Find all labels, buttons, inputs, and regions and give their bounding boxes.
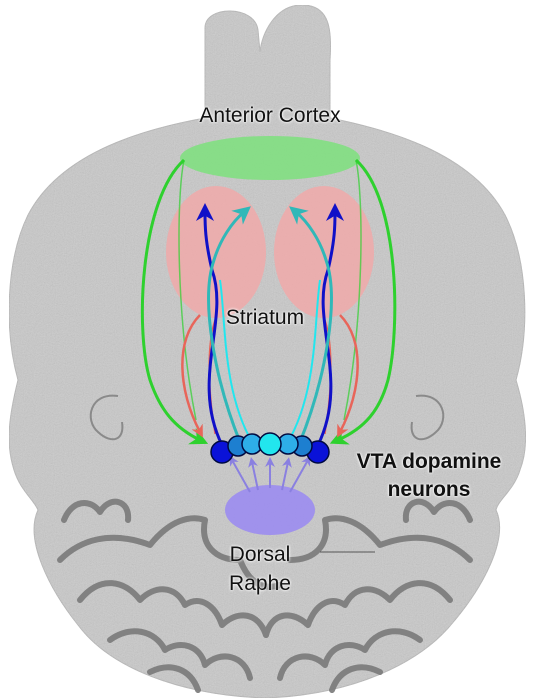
dorsal-raphe-label: Dorsal Raphe [200,540,320,598]
striatum-label: Striatum [190,306,340,330]
vta-label-line2: neurons [334,476,524,504]
raphe-label-line2: Raphe [200,569,320,598]
dorsal-raphe-region [225,485,315,535]
vta-neuron [259,433,281,455]
vta-label-line1: VTA dopamine [334,448,524,476]
raphe-label-line1: Dorsal [200,540,320,569]
anterior-cortex-label: Anterior Cortex [140,104,400,128]
anterior-cortex-region [180,136,360,180]
vta-label: VTA dopamine neurons [334,448,524,504]
